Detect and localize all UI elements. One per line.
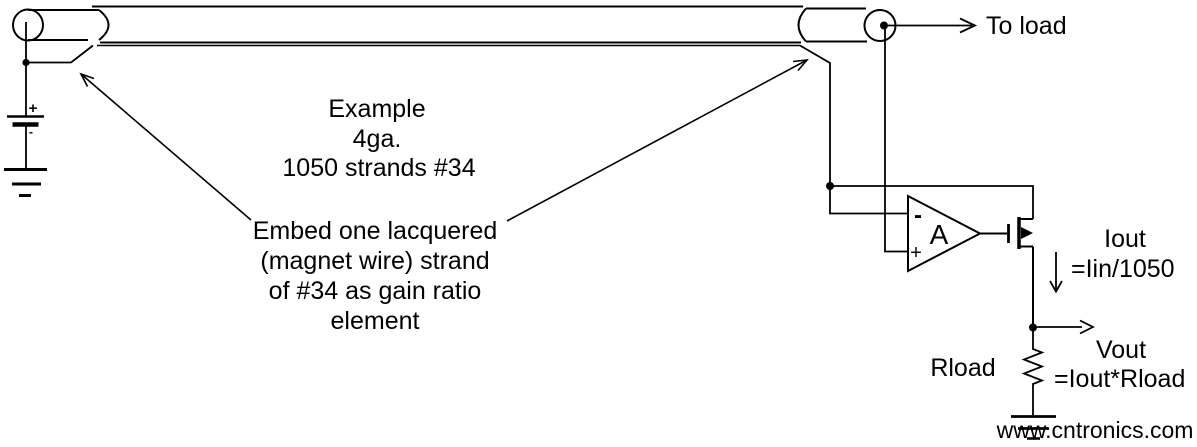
embed-note-line3: of #34 as gain ratio [269,277,482,305]
iout-equation-label: =Iin/1050 [1071,255,1175,283]
iout-label: Iout [1104,225,1146,253]
opamp-plus-label: + [910,242,922,264]
to-load-arrowhead-icon [959,17,978,34]
embed-note-line4: element [331,307,420,335]
embed-note: Embed one lacquered (magnet wire) strand… [253,217,498,335]
opamp-gain-label: A [930,219,949,250]
example-note: Example 4ga. 1050 strands #34 [282,95,475,182]
example-note-line2: 4ga. [353,125,402,153]
watermark-text: www.cntronics.com [996,417,1194,443]
annotation-arrows [79,58,809,222]
vout-equation-label: =Iout*Rload [1054,365,1185,393]
cable-left-end-ellipse [12,8,44,42]
to-load-label: To load [986,12,1067,40]
opamp-plus-input-wire [884,29,908,253]
cable-graphic [12,5,897,47]
rload-label: Rload [930,354,995,382]
embed-note-line2: (magnet wire) strand [260,247,489,275]
output-branch [1011,319,1096,440]
embed-note-line1: Embed one lacquered [253,217,498,245]
battery-minus-label: - [29,125,33,139]
cable-right-center-dot [880,21,888,30]
strand-exit-left-wire [26,44,94,64]
sense-wiring [799,29,1034,253]
cable-right-cylinder-left-arc [797,7,807,43]
leader-left-arrowhead-icon [79,72,95,87]
cable-left-cylinder-right-arc [98,9,110,41]
battery-plus-label: + [29,100,38,117]
opamp-minus-input-wire [829,186,908,215]
battery-branch [4,22,94,197]
to-load-arrow [880,17,978,34]
opamp-minus-label: - [914,202,922,229]
strand-exit-right-wire [799,44,831,186]
vout-arrowhead-icon [1079,319,1096,335]
example-note-line3: 1050 strands #34 [282,154,475,182]
leader-right-shaft [506,59,808,222]
iout-arrowhead-icon [1049,280,1063,294]
leader-right-arrowhead-icon [792,58,809,72]
example-note-line1: Example [328,95,425,123]
iout-indicator [1049,252,1063,294]
rload-resistor-zigzag [1021,327,1045,416]
opamp [907,194,1007,273]
leader-left-shaft [80,73,252,221]
mosfet [1007,217,1034,327]
vout-label: Vout [1096,336,1146,364]
mosfet-body-arrow-icon [1021,227,1033,239]
opamp-triangle [907,194,983,273]
junction-dot-left [22,58,30,67]
feedback-to-drain-wire [830,185,1034,219]
